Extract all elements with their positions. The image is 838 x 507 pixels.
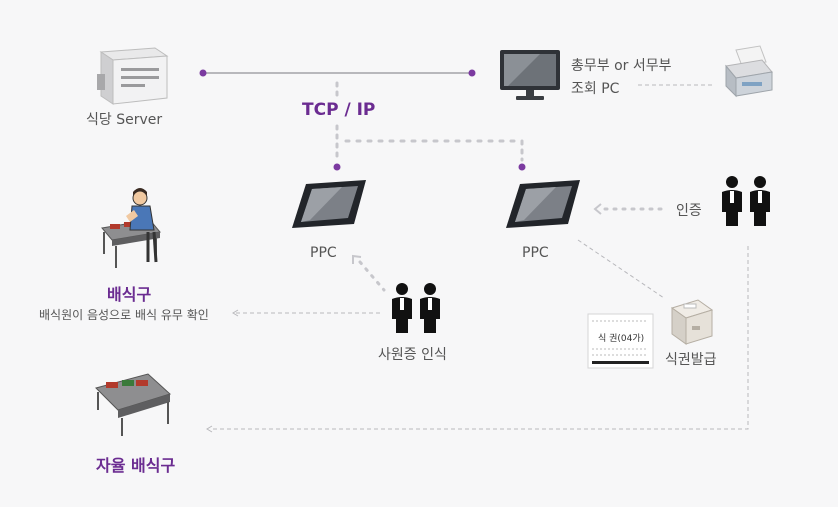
- people-icon-employee: [392, 283, 440, 333]
- ticket-issue-label: 식권발급: [665, 352, 717, 368]
- ppc-left-icon: [292, 180, 366, 228]
- serving-table-icon: [95, 373, 171, 436]
- printer-icon: [725, 45, 773, 98]
- ticket-dashed-line: [577, 239, 665, 299]
- serving-station-label: 배식구: [107, 285, 152, 304]
- ticket-title: 식 권(04가): [598, 332, 644, 344]
- ppc-left-dot: [333, 163, 341, 171]
- people-icon-auth: [722, 176, 770, 226]
- server-label: 식당 Server: [86, 112, 163, 128]
- desktop-monitor-icon: [500, 50, 560, 100]
- admin-pc-label-line1: 총무부 or 서무부: [571, 58, 672, 74]
- self-serving-label: 자율 배식구: [96, 456, 176, 475]
- ppc-right-dot: [518, 163, 526, 171]
- id-arrow: [352, 254, 362, 264]
- serving-desc-label: 배식원이 음성으로 배식 유무 확인: [39, 308, 209, 322]
- serving-worker-icon: [101, 188, 161, 268]
- self-serving-arrow: [206, 425, 213, 433]
- id-dotted-line-a: [358, 260, 386, 292]
- admin-pc-label-line2: 조회 PC: [571, 81, 620, 97]
- employee-id-label: 사원증 인식: [378, 347, 447, 363]
- protocol-label: TCP / IP: [302, 100, 376, 120]
- ppc-right-icon: [506, 180, 580, 228]
- connections: [199, 69, 749, 433]
- server-line-dot: [199, 69, 207, 77]
- pc-line-dot: [468, 69, 476, 77]
- ppc-left-label: PPC: [310, 245, 337, 261]
- server-computer-icon: [97, 47, 169, 105]
- auth-arrow: [593, 203, 602, 215]
- receipt-printer-icon: [670, 299, 714, 345]
- ppc-right-label: PPC: [522, 245, 549, 261]
- auth-label: 인증: [676, 203, 702, 219]
- serving-arrow: [232, 309, 239, 317]
- ticket-icon: 식 권(04가): [587, 313, 654, 369]
- self-serving-dashed-line: [210, 246, 749, 430]
